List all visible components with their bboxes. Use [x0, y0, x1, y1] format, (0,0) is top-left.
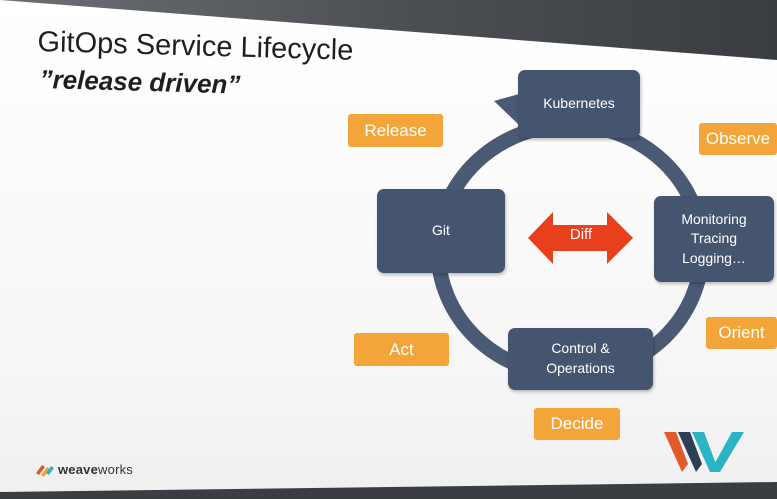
node-control-operations: Control & Operations	[508, 328, 653, 390]
weaveworks-logo-icon	[36, 464, 54, 477]
phase-decide: Decide	[534, 408, 620, 440]
node-kubernetes: Kubernetes	[518, 70, 640, 138]
diff-arrow	[528, 212, 633, 264]
node-git: Git	[377, 189, 505, 273]
phase-orient: Orient	[706, 317, 777, 349]
weaveworks-brand: weaveworks	[36, 462, 133, 477]
w-mark-logo-icon	[664, 432, 744, 472]
node-monitoring: Monitoring Tracing Logging…	[654, 196, 774, 282]
brand-wordmark: weaveworks	[58, 462, 133, 477]
phase-observe: Observe	[699, 123, 777, 155]
diff-label: Diff	[569, 226, 593, 243]
phase-act: Act	[354, 333, 449, 366]
phase-release: Release	[348, 114, 443, 147]
